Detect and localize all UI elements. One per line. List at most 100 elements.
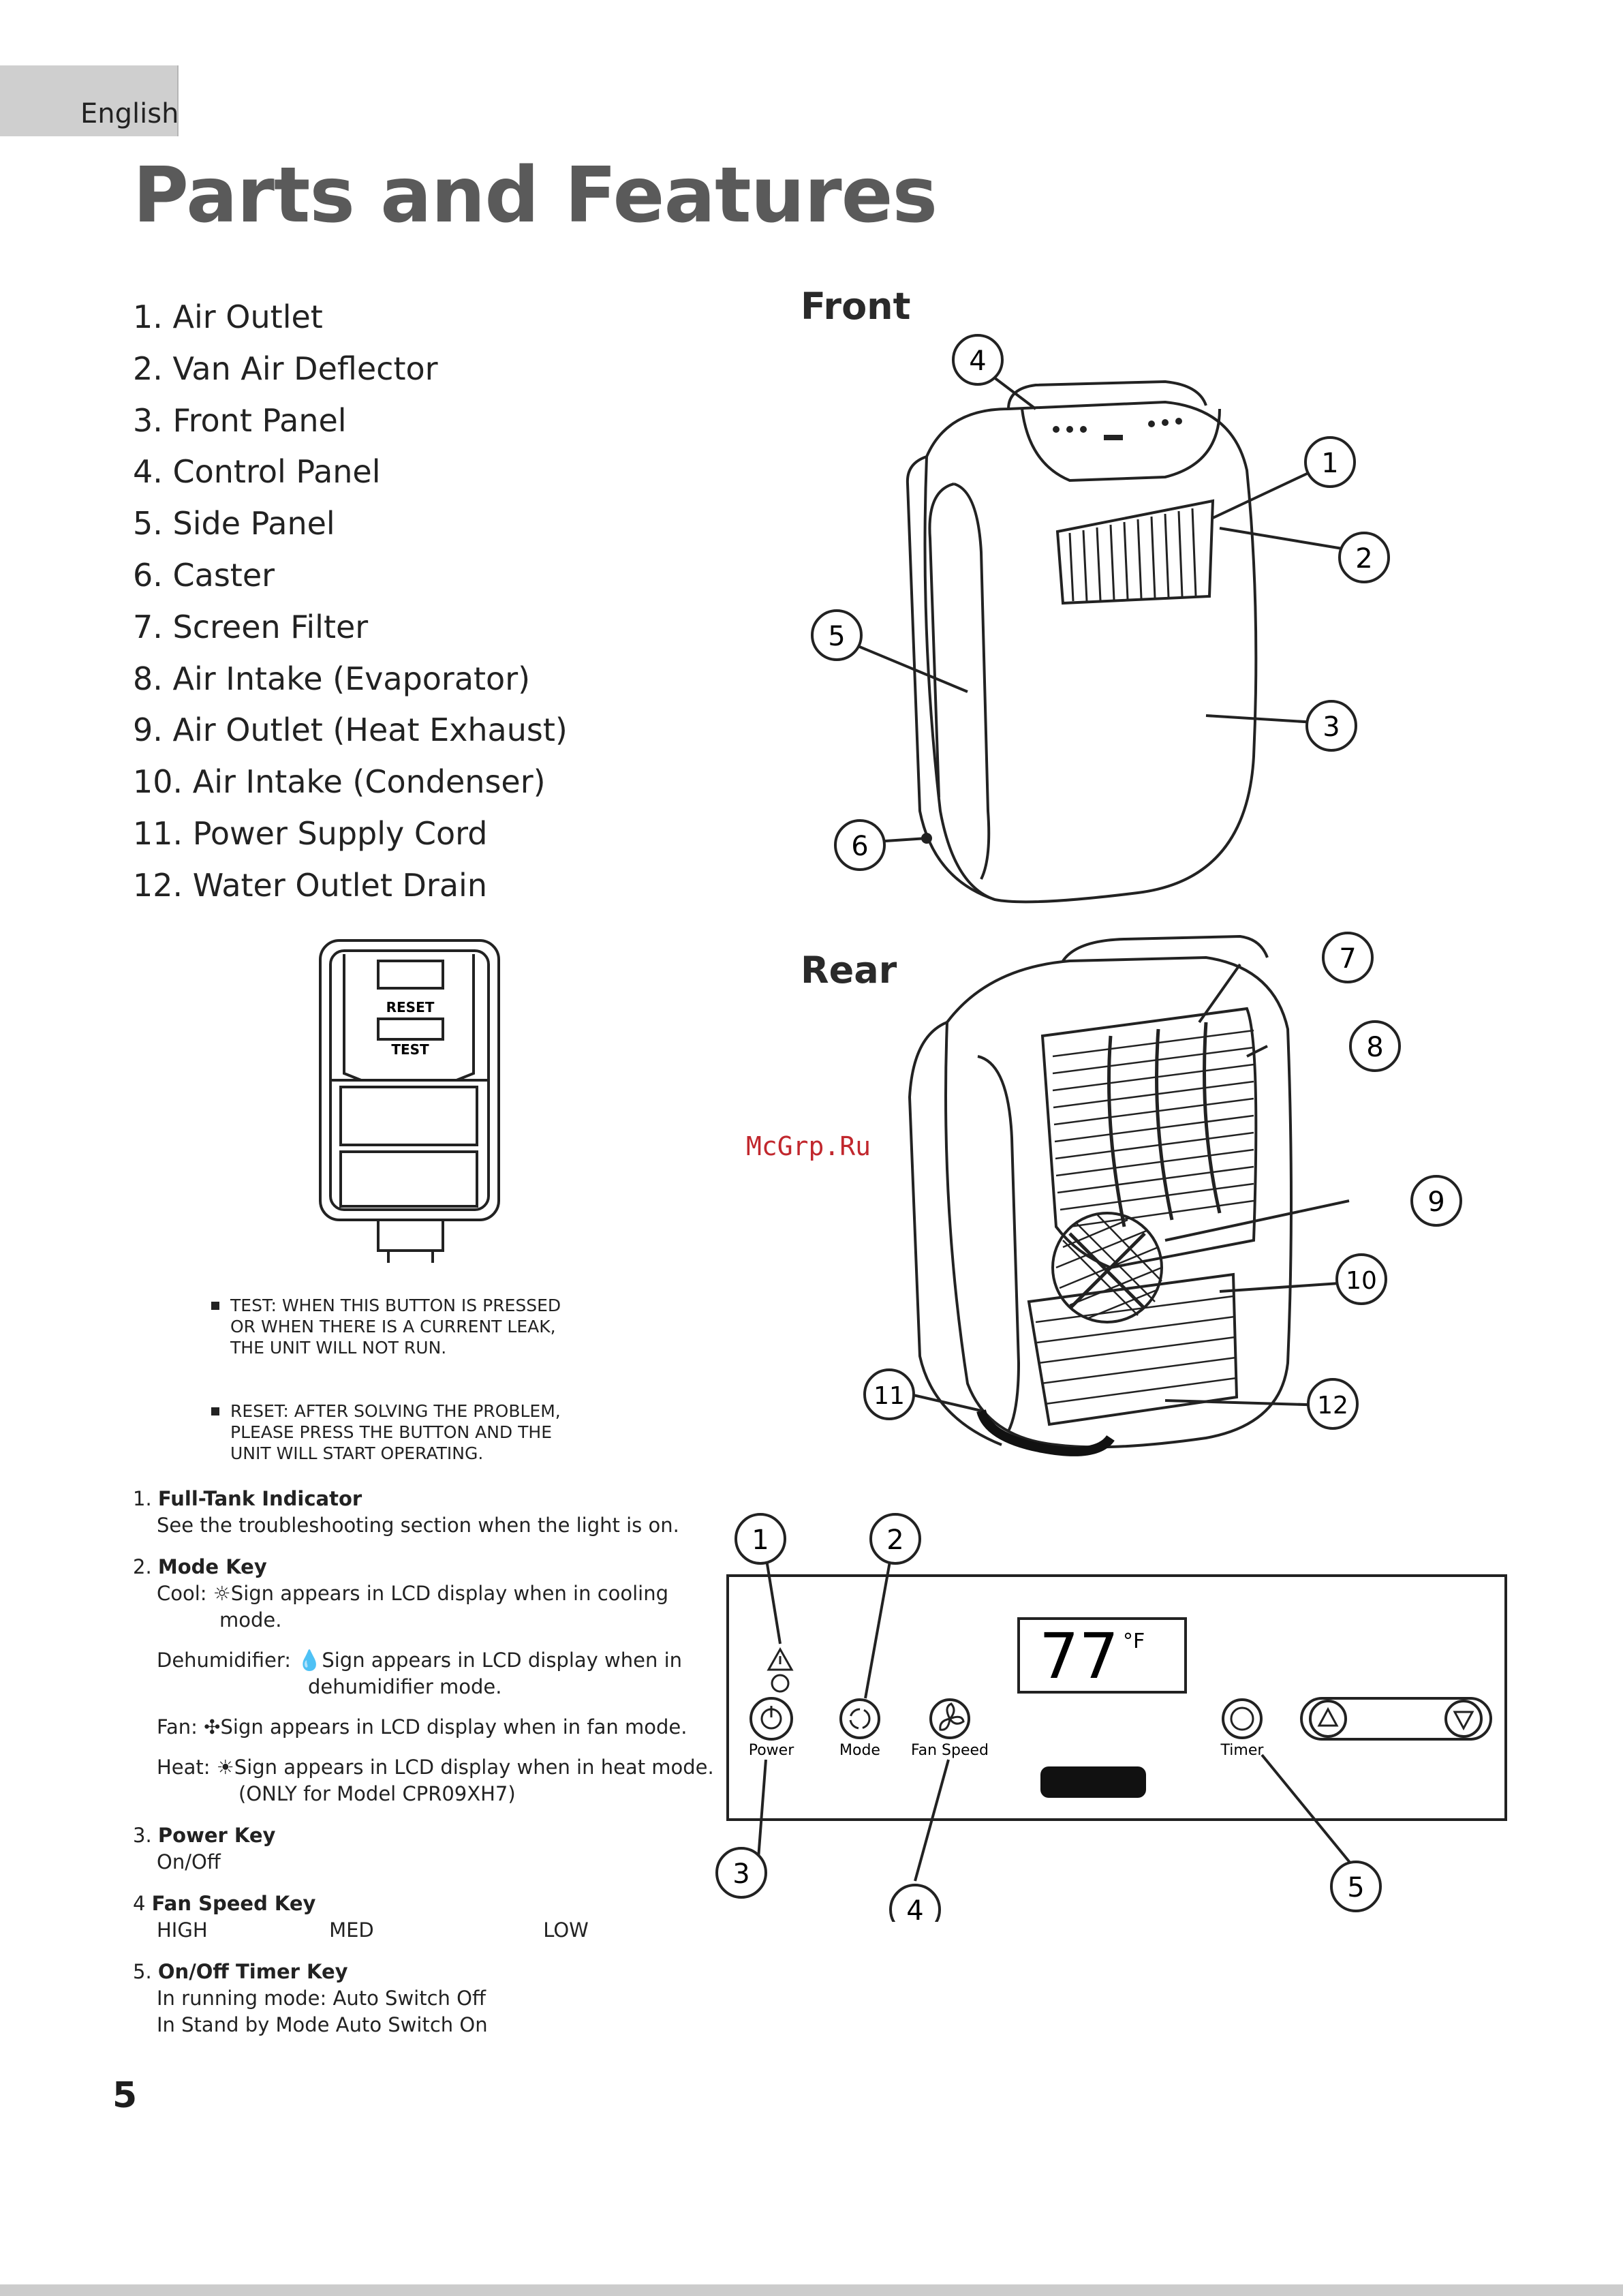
power-button[interactable]: [749, 1697, 793, 1741]
rear-unit-illustration: 7 8 9 10 11 12: [863, 932, 1462, 1456]
callout-7: 7: [1322, 932, 1374, 983]
desc-power-key: 3. Power Key On/Off: [133, 1824, 276, 1873]
fan-speed-label: Fan Speed: [911, 1742, 989, 1759]
watermark: McGrp.Ru: [746, 1131, 871, 1161]
callout-4: 4: [952, 334, 1004, 386]
timer-label: Timer: [1220, 1742, 1265, 1759]
svg-text:5: 5: [828, 621, 845, 652]
timer-icon: [1230, 1706, 1254, 1731]
plug-illustration: RESET TEST: [319, 939, 500, 1263]
note-line: UNIT WILL START OPERATING.: [230, 1443, 484, 1463]
note-line: TEST: WHEN THIS BUTTON IS PRESSED: [211, 1295, 561, 1316]
test-note: TEST: WHEN THIS BUTTON IS PRESSED OR WHE…: [211, 1295, 561, 1358]
triangle-down-icon: [1453, 1711, 1474, 1731]
warning-icon: [767, 1647, 794, 1671]
callout-6: 6: [834, 819, 886, 871]
temp-down-button[interactable]: [1444, 1700, 1483, 1738]
callout-5: 5: [811, 609, 863, 661]
control-panel-diagram: 77 °F Power Mode Fan Speed Timer: [715, 1513, 1507, 1922]
fan-icon: ✣: [204, 1715, 221, 1739]
list-item: 3. Front Panel: [133, 401, 347, 439]
lcd-unit: °F: [1123, 1629, 1145, 1653]
front-label: Front: [801, 285, 911, 328]
test-button: TEST: [391, 1041, 429, 1058]
page-number: 5: [112, 2075, 138, 2116]
list-item: 5. Side Panel: [133, 505, 335, 542]
svg-text:8: 8: [1366, 1032, 1383, 1063]
reset-note: RESET: AFTER SOLVING THE PROBLEM, PLEASE…: [211, 1400, 561, 1464]
power-label: Power: [749, 1742, 794, 1759]
svg-text:1: 1: [1321, 448, 1338, 479]
svg-text:4: 4: [969, 346, 986, 377]
lcd-display: [1017, 1617, 1187, 1694]
note-line: THE UNIT WILL NOT RUN.: [230, 1338, 447, 1358]
timer-button[interactable]: [1222, 1698, 1263, 1739]
svg-text:11: 11: [874, 1382, 905, 1410]
panel-callout-2: 2: [869, 1513, 921, 1565]
dehumidifier-icon: 💧: [297, 1649, 322, 1672]
panel-callout-1: 1: [735, 1513, 786, 1565]
desc-fan-speed-key: 4 Fan Speed Key HIGH MED LOW: [133, 1892, 589, 1942]
front-unit-illustration: [906, 380, 1258, 904]
panel-callout-4: 4: [889, 1884, 941, 1922]
svg-text:5: 5: [1347, 1872, 1364, 1903]
mode-icon: [849, 1708, 871, 1730]
page-bottom-edge: [0, 2284, 1623, 2296]
svg-text:10: 10: [1346, 1267, 1377, 1295]
list-item: 6. Caster: [133, 556, 275, 594]
list-item: 4. Control Panel: [133, 453, 381, 491]
list-item: 1. Air Outlet: [133, 299, 323, 335]
svg-text:9: 9: [1427, 1187, 1444, 1218]
list-item: 9. Air Outlet (Heat Exhaust): [133, 711, 568, 749]
callout-3: 3: [1305, 700, 1357, 752]
fan-speed-button[interactable]: [929, 1698, 970, 1739]
page-title: Parts and Features: [133, 151, 938, 240]
list-item: 7. Screen Filter: [133, 608, 369, 645]
svg-text:3: 3: [732, 1858, 749, 1890]
svg-text:6: 6: [851, 831, 868, 862]
cool-icon: ☼: [213, 1582, 231, 1605]
reset-button: RESET: [386, 999, 435, 1015]
svg-text:1: 1: [752, 1525, 769, 1556]
language-tab: English: [0, 65, 179, 136]
note-line: OR WHEN THERE IS A CURRENT LEAK,: [230, 1317, 556, 1336]
note-line: PLEASE PRESS THE BUTTON AND THE: [230, 1422, 552, 1442]
callout-11: 11: [863, 1368, 915, 1420]
key-descriptions: 1. Full-Tank Indicator See the troublesh…: [133, 1486, 732, 2053]
list-item: 12. Water Outlet Drain: [133, 866, 487, 904]
triangle-up-icon: [1317, 1706, 1339, 1727]
sun-icon: ☀: [216, 1756, 234, 1779]
svg-text:2: 2: [886, 1525, 903, 1556]
callout-1: 1: [1304, 436, 1356, 488]
note-line: RESET: AFTER SOLVING THE PROBLEM,: [211, 1400, 561, 1422]
full-tank-indicator-light: [771, 1674, 790, 1693]
up-down-button-group: [1300, 1697, 1492, 1741]
temp-up-button[interactable]: [1309, 1700, 1347, 1738]
svg-text:3: 3: [1323, 711, 1340, 743]
list-item: 11. Power Supply Cord: [133, 814, 488, 852]
rear-label: Rear: [801, 949, 897, 992]
list-item: 10. Air Intake (Condenser): [133, 763, 546, 801]
mode-button[interactable]: [839, 1698, 880, 1739]
svg-text:7: 7: [1339, 943, 1356, 975]
callout-2: 2: [1338, 532, 1390, 583]
panel-callout-5: 5: [1330, 1861, 1382, 1912]
desc-timer-key: 5. On/Off Timer Key In running mode: Aut…: [133, 1960, 488, 2036]
callout-12: 12: [1307, 1378, 1359, 1430]
svg-text:12: 12: [1317, 1392, 1348, 1420]
list-item: 8. Air Intake (Evaporator): [133, 660, 531, 697]
lcd-temperature: 77: [1039, 1620, 1119, 1693]
panel-callout-3: 3: [715, 1847, 767, 1899]
receiver-window: [1040, 1766, 1146, 1798]
svg-text:4: 4: [906, 1895, 923, 1922]
callout-9: 9: [1410, 1175, 1462, 1227]
desc-mode-key: 2. Mode Key Cool: ☼Sign appears in LCD d…: [133, 1555, 714, 1805]
callout-10: 10: [1335, 1253, 1387, 1305]
fan-icon: [939, 1702, 965, 1731]
svg-text:2: 2: [1355, 543, 1372, 575]
callout-8: 8: [1349, 1020, 1401, 1072]
language-label: English: [80, 98, 179, 129]
parts-list: 1. Air Outlet 2. Van Air Deflector 3. Fr…: [133, 292, 568, 912]
front-callouts: 4 1 2 5 3 6: [811, 334, 1390, 871]
list-item: 2. Van Air Deflector: [133, 350, 438, 387]
